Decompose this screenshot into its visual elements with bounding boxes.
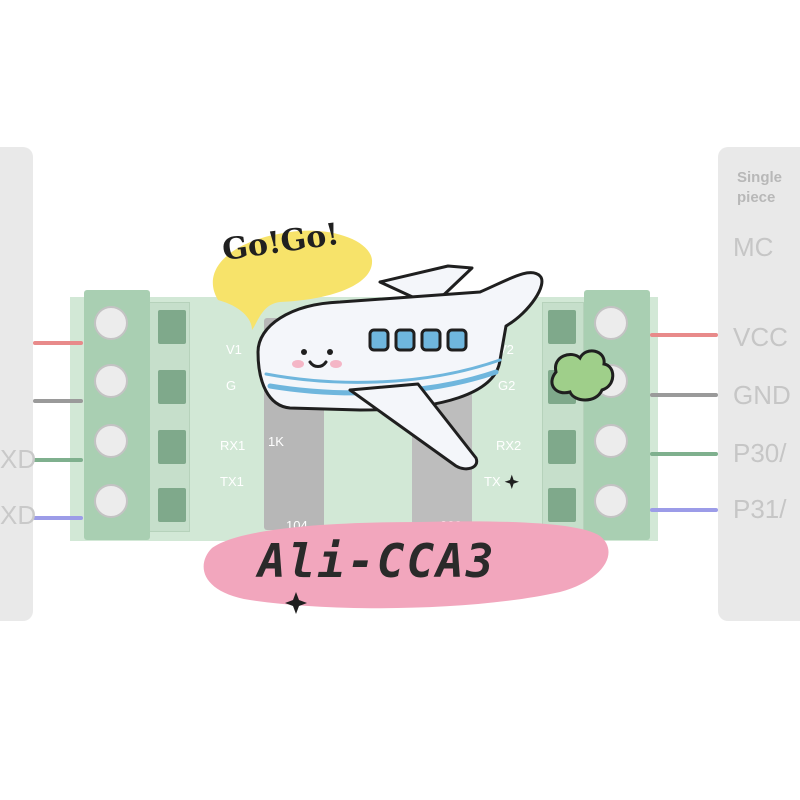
silk-label: RX1 (220, 438, 246, 453)
left-pin-label: XD (0, 500, 37, 530)
wire-blue (650, 508, 718, 512)
silk-label: RX2 (496, 438, 522, 453)
wire-red (33, 341, 83, 345)
sparkle-icon (285, 592, 307, 614)
silk-label: G (226, 378, 237, 393)
right-panel (718, 147, 800, 621)
silk-label: TX1 (220, 474, 244, 489)
banner-title: Ali-CCA3 (258, 534, 496, 588)
silk-label: V1 (226, 342, 242, 357)
screw (594, 306, 628, 340)
puff-cloud-icon (550, 349, 615, 402)
left-pin-label: XD (0, 444, 37, 474)
speech-bubble (212, 230, 373, 330)
wire-blue (33, 516, 83, 520)
pin-label-vcc: VCC (733, 322, 788, 352)
left-panel (0, 147, 33, 621)
screw (94, 364, 128, 398)
silk-label: TX (484, 474, 501, 489)
silk-label: 1K (268, 434, 284, 449)
screw (94, 306, 128, 340)
pin-label-p31: P31/ (733, 494, 787, 524)
wire-red (650, 333, 718, 337)
pin-label-gnd: GND (733, 380, 791, 410)
airplane-icon (256, 264, 544, 471)
terminal-slot (158, 310, 186, 344)
pin-label-p30: P30/ (733, 438, 787, 468)
right-panel-title: Single piece (737, 169, 783, 206)
silk-label: G2 (498, 378, 516, 393)
sparkle-icon (504, 474, 519, 490)
screw (594, 484, 628, 518)
screw (94, 424, 128, 458)
wire-green (33, 458, 83, 462)
terminal-slot (158, 430, 186, 464)
right-panel-heading: MC (733, 232, 774, 262)
wire-gray (33, 399, 83, 403)
banner-ribbon (203, 521, 609, 609)
wire-gray (650, 393, 718, 397)
screw (94, 484, 128, 518)
terminal-slot (158, 488, 186, 522)
terminal-slot (548, 488, 576, 522)
terminal-slot (548, 310, 576, 344)
screw (594, 424, 628, 458)
terminal-slot (548, 430, 576, 464)
terminal-slot (158, 370, 186, 404)
wire-green (650, 452, 718, 456)
